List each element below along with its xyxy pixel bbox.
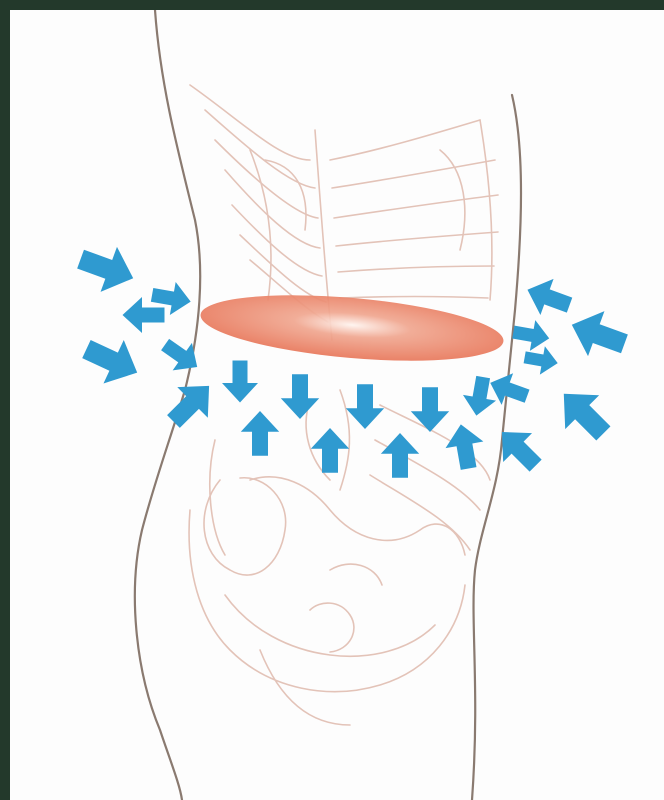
inward-pressure-arrow-icon bbox=[281, 374, 319, 419]
inward-pressure-arrow-icon bbox=[311, 428, 349, 473]
inward-pressure-arrow-icon bbox=[346, 384, 384, 429]
inward-pressure-arrow-icon bbox=[222, 361, 258, 403]
inward-pressure-arrow-icon bbox=[381, 433, 419, 478]
inward-pressure-arrow-icon bbox=[522, 343, 560, 377]
inward-pressure-arrow-icon bbox=[241, 411, 279, 456]
inward-pressure-arrow-icon bbox=[76, 327, 147, 394]
core-pressure-diagram bbox=[10, 10, 664, 800]
inward-pressure-arrow-icon bbox=[72, 237, 141, 301]
inward-pressure-arrow-icon bbox=[460, 374, 500, 418]
inward-pressure-arrow-icon bbox=[411, 387, 449, 432]
inward-pressure-arrow-icon bbox=[564, 302, 633, 366]
inward-pressure-arrow-icon bbox=[155, 331, 206, 381]
pressure-arrows bbox=[72, 237, 632, 480]
inward-pressure-arrow-icon bbox=[521, 272, 576, 323]
inward-pressure-arrow-icon bbox=[547, 377, 621, 451]
inward-pressure-arrow-icon bbox=[158, 371, 224, 437]
diagram-canvas bbox=[10, 10, 664, 800]
